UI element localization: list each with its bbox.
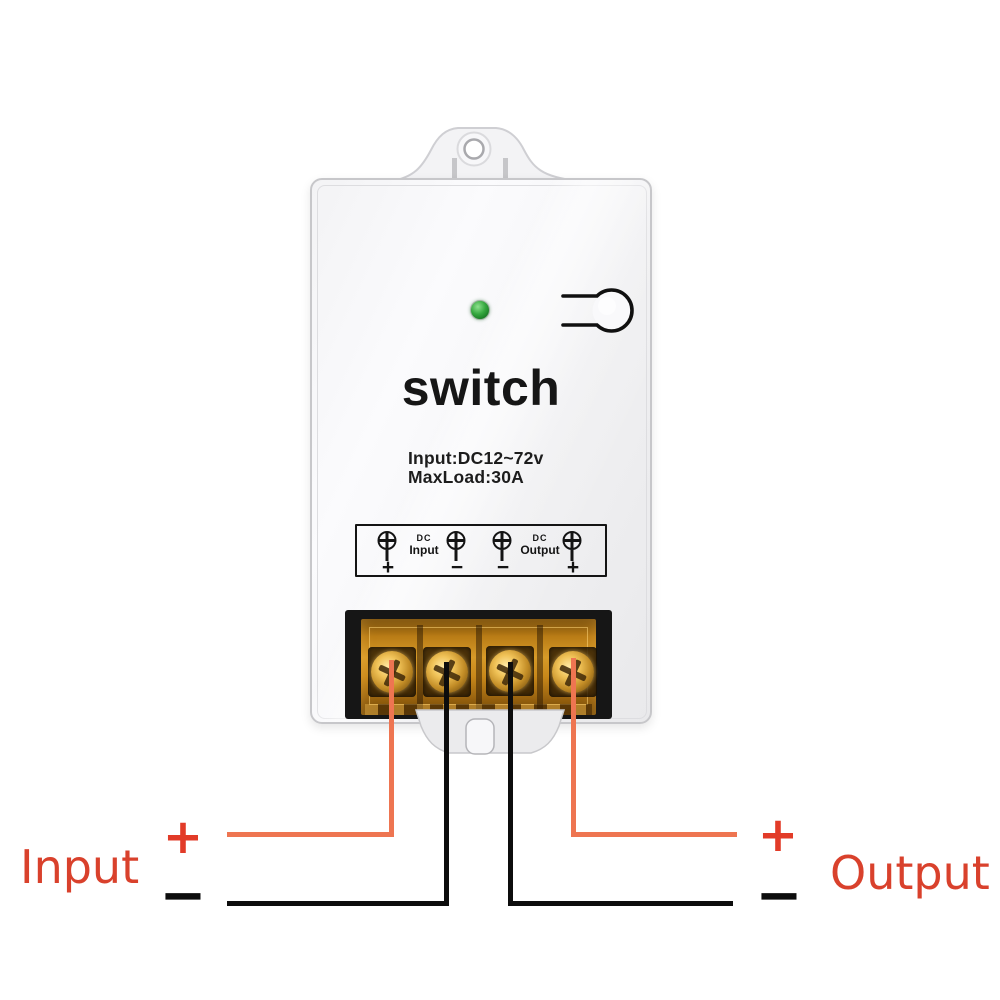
screw-terminal-icon: − [446,531,468,579]
bottom-mounting-foot [414,709,566,755]
output-minus-sign: − [755,862,803,928]
output-annotation-label: Output [830,846,990,900]
legend-sign: − [450,556,464,579]
output-positive-wire [571,832,737,837]
output-plus-sign: + [757,807,799,863]
terminal-legend: + DC Input − − DC Output + [355,524,607,579]
input-annotation-label: Input [20,840,140,894]
mounting-tab [391,127,579,182]
screw-terminal-icon: + [377,531,399,579]
legend-sign: + [566,556,580,579]
screw-terminal-icon: − [492,531,514,579]
legend-input-label: DC Input [409,533,439,557]
output-negative-wire [508,662,513,906]
screw-terminal-icon: + [562,531,584,579]
legend-sign: + [381,556,395,579]
spec-line-input: Input:DC12~72v [408,448,544,468]
output-negative-wire [508,901,733,906]
output-positive-wire [571,658,576,837]
brand-text: switch [401,360,561,416]
legend-output-label: DC Output [520,533,560,557]
input-positive-wire [389,660,394,837]
input-positive-wire [227,832,394,837]
legend-sign: − [496,556,510,579]
input-negative-wire [444,662,449,906]
terminal-block [361,619,597,715]
push-button-icon [561,288,634,333]
input-minus-sign: − [159,862,207,928]
green-led-icon [470,300,490,320]
input-negative-wire [227,901,449,906]
spec-text: Input:DC12~72v MaxLoad:30A [408,449,544,487]
input-plus-sign: + [162,809,204,865]
spec-line-maxload: MaxLoad:30A [408,467,524,487]
